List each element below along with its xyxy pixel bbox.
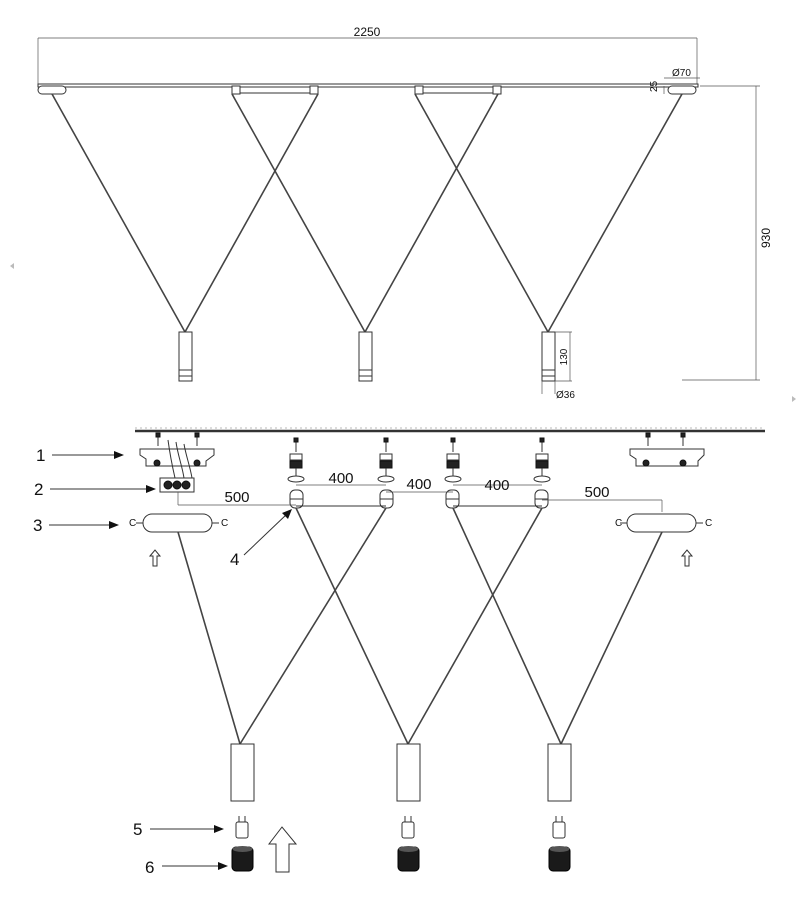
cables-assembled (51, 93, 683, 333)
canopy-diameter-label: Ø70 (672, 68, 691, 79)
callout-6: 6 (145, 858, 228, 877)
pendant-shade-3 (541, 331, 556, 382)
bracket-canopy-2 (414, 86, 502, 94)
anchor-set-3 (444, 437, 462, 483)
anchor-set-1 (287, 437, 305, 483)
spacing-dimensions: 500 400 400 400 500 (177, 470, 663, 512)
canopy-left: C C (129, 513, 228, 533)
svg-text:2: 2 (34, 480, 43, 499)
bracket-cap (492, 85, 502, 95)
wiring (167, 439, 193, 479)
canopy-height-label: 25 (649, 80, 660, 92)
spacing-inner-1-label: 400 (328, 470, 353, 487)
svg-text:3: 3 (33, 516, 42, 535)
screw-mark: C (705, 518, 712, 529)
shade-height-label: 130 (559, 348, 570, 365)
bulb-1 (235, 816, 249, 839)
callout-4: 4 (230, 509, 292, 569)
callout-5: 5 (133, 820, 224, 839)
cable-clamp-3 (445, 489, 460, 509)
bracket-cap (414, 85, 424, 95)
svg-text:6: 6 (145, 858, 154, 877)
pendant-shade-1 (178, 331, 193, 382)
ceiling-line (135, 427, 765, 433)
bottom-cap-1 (231, 846, 254, 872)
canopy-dimension: Ø70 25 (649, 68, 700, 94)
terminal-block (159, 477, 195, 493)
exploded-view: C C C C (33, 427, 765, 877)
mounting-bracket-left (139, 432, 215, 467)
mounting-bracket-right (629, 432, 705, 467)
ceiling-rail (37, 83, 699, 88)
bottom-cap-2 (397, 846, 420, 872)
screw-mark: C (221, 518, 228, 529)
anchor-set-2 (377, 437, 395, 483)
anchor-set-4 (533, 437, 551, 483)
bottom-cap-3 (548, 846, 571, 872)
svg-text:1: 1 (36, 446, 45, 465)
spacing-outer-left-label: 500 (224, 489, 249, 506)
bulb-2 (401, 816, 415, 839)
bulb-3 (552, 816, 566, 839)
pendant-body-1 (230, 743, 255, 802)
arrow-up-icon (148, 549, 162, 567)
pendant-shade-2 (358, 331, 373, 382)
screw-mark: C (615, 518, 622, 529)
arrow-up-icon (680, 549, 694, 567)
screw-mark: C (129, 518, 136, 529)
canopy-right: C C (615, 513, 712, 533)
total-length-dimension: 2250 (37, 25, 698, 86)
page-mark (10, 263, 14, 269)
svg-text:5: 5 (133, 820, 142, 839)
callout-2: 2 (34, 480, 156, 499)
total-length-label: 2250 (354, 25, 381, 39)
end-canopy-left (37, 85, 67, 95)
callout-1: 1 (36, 446, 124, 465)
page-mark (792, 396, 796, 402)
cable-clamp-1 (289, 489, 304, 509)
bracket-cap (231, 85, 241, 95)
pendant-body-2 (396, 743, 421, 802)
bracket-cap (309, 85, 319, 95)
shade-dimensions: 130 Ø36 (541, 331, 575, 401)
spacing-inner-2-label: 400 (406, 476, 431, 493)
drop-height-label: 930 (759, 228, 773, 248)
callout-3: 3 (33, 516, 119, 535)
spacing-outer-right-label: 500 (584, 484, 609, 501)
spacing-inner-3-label: 400 (484, 477, 509, 494)
assembled-view: 2250 Ø70 25 930 (10, 25, 796, 402)
end-canopy-right (667, 85, 697, 95)
large-arrow-up-icon (267, 826, 298, 873)
cable-clamp-2 (379, 489, 394, 509)
shade-diameter-label: Ø36 (556, 390, 575, 401)
cables-exploded (177, 507, 663, 745)
cable-clamp-4 (534, 489, 549, 509)
pendant-body-3 (547, 743, 572, 802)
svg-text:4: 4 (230, 550, 239, 569)
drop-height-dimension: 930 (682, 85, 773, 381)
bracket-canopy-1 (231, 86, 319, 94)
